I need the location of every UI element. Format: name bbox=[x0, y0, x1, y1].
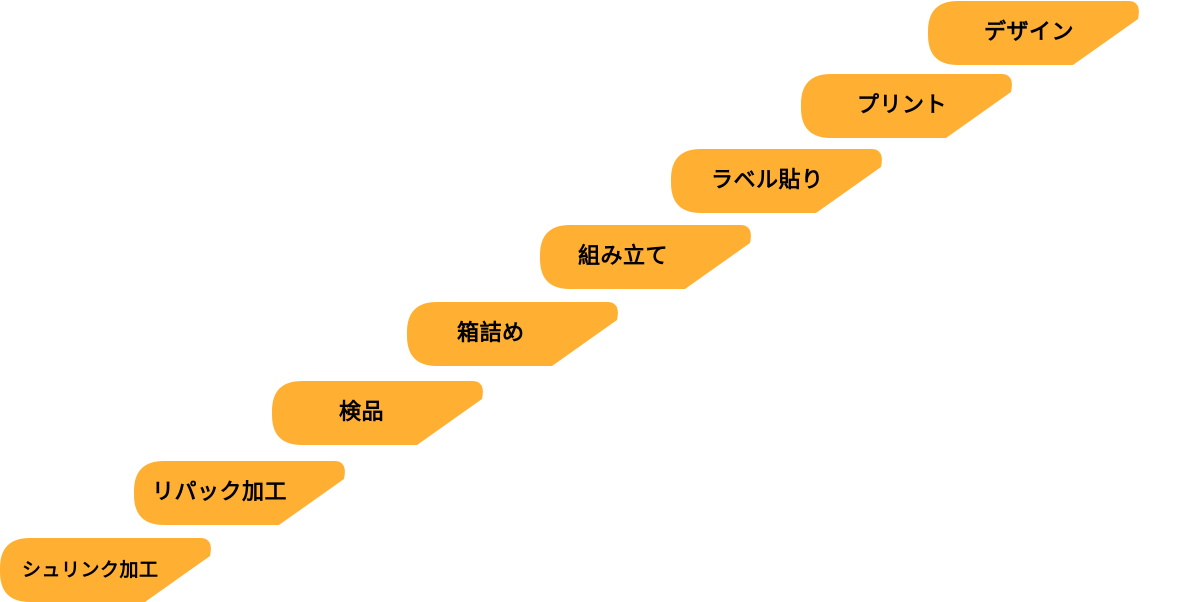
step-label: 組み立て bbox=[578, 244, 669, 269]
step-shape bbox=[272, 381, 483, 445]
step-label: 箱詰め bbox=[457, 321, 525, 346]
step-shape bbox=[407, 302, 618, 366]
step-shape bbox=[801, 74, 1012, 138]
step-label: プリント bbox=[857, 93, 948, 118]
step-boxing: 箱詰め bbox=[407, 302, 621, 366]
step-label: デザイン bbox=[984, 20, 1075, 45]
step-labeling: ラベル貼り bbox=[671, 149, 885, 213]
step-label: リパック加工 bbox=[152, 480, 288, 505]
step-print: プリント bbox=[801, 74, 1015, 138]
step-label: 検品 bbox=[339, 400, 385, 425]
step-shape bbox=[0, 538, 211, 602]
step-shape bbox=[671, 149, 882, 213]
step-repack: リパック加工 bbox=[134, 461, 348, 525]
step-shape bbox=[540, 225, 751, 289]
step-shrink-wrap: シュリンク加工 bbox=[0, 538, 214, 602]
step-label: シュリンク加工 bbox=[22, 559, 159, 581]
step-shape bbox=[134, 461, 345, 525]
step-design: デザイン bbox=[928, 1, 1142, 65]
step-shape bbox=[928, 1, 1139, 65]
step-label: ラベル貼り bbox=[711, 168, 824, 193]
step-assembly: 組み立て bbox=[540, 225, 754, 289]
step-inspection: 検品 bbox=[272, 381, 486, 445]
